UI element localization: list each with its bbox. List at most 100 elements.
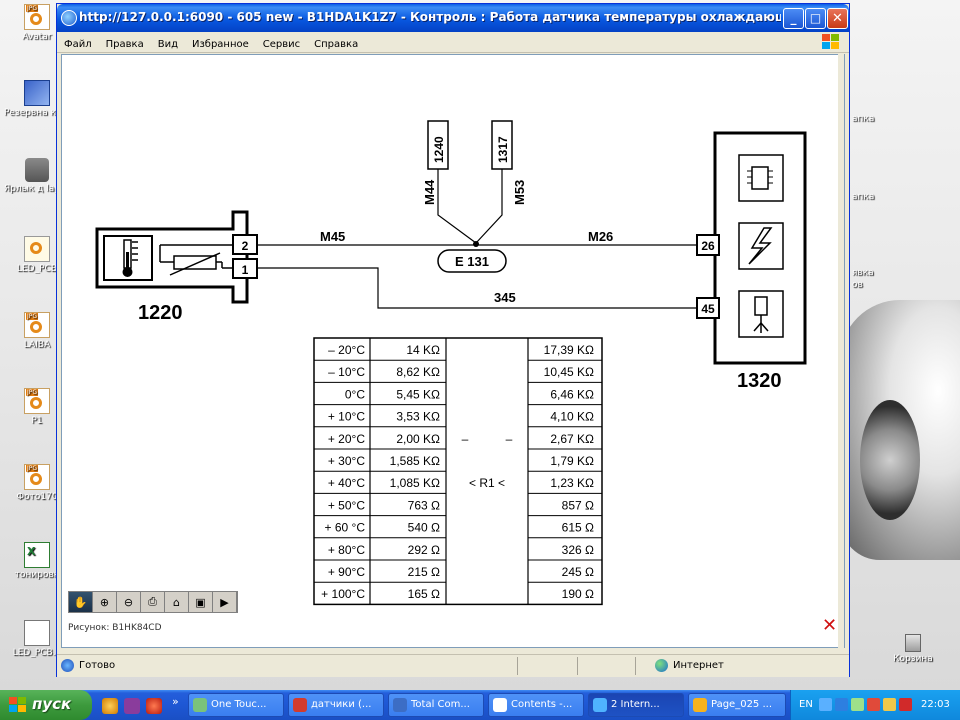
task-button[interactable]: Page_025 ... — [688, 693, 786, 717]
menu-help[interactable]: Справка — [314, 39, 359, 50]
minimize-button[interactable]: _ — [783, 8, 804, 29]
menu-tools[interactable]: Сервис — [262, 39, 301, 50]
quicklaunch-chevron[interactable]: » — [172, 695, 179, 708]
desktop-icon-tonirovka[interactable]: тонировк — [4, 542, 70, 580]
next-icon[interactable]: ▶ — [213, 592, 237, 612]
task-button[interactable]: датчики (... — [288, 693, 384, 717]
zoom-in-icon[interactable]: ⊕ — [93, 592, 117, 612]
system-tray: EN 22:03 — [790, 690, 960, 720]
desktop-icon-laiba[interactable]: LAIBA — [4, 312, 70, 350]
jpg-icon — [24, 388, 50, 414]
desktop-right-label: явка — [852, 268, 874, 278]
quicklaunch-icon[interactable] — [146, 698, 162, 714]
menu-favorites[interactable]: Избранное — [191, 39, 249, 50]
close-button[interactable]: ✕ — [827, 8, 848, 29]
scrollbar[interactable] — [838, 54, 844, 648]
table-temp-cell: + 90°C — [328, 565, 365, 579]
connector-1317 — [491, 120, 513, 170]
jpg-icon — [24, 464, 50, 490]
menu-view[interactable]: Вид — [157, 39, 178, 50]
start-button[interactable]: пуск — [0, 690, 92, 720]
quicklaunch-icon[interactable] — [124, 698, 140, 714]
title-bar[interactable]: http://127.0.0.1:6090 - 605 new - B1HDA1… — [57, 4, 849, 32]
car-wheel-wallpaper — [860, 400, 920, 520]
table-ecu-r-cell: 2,67 KΩ — [550, 432, 594, 446]
hand-icon[interactable]: ✋ — [69, 592, 93, 612]
task-label: датчики (... — [311, 699, 372, 710]
app-icon — [193, 698, 207, 712]
document-icon — [24, 620, 50, 646]
quicklaunch-icon[interactable] — [102, 698, 118, 714]
tray-icon[interactable] — [835, 698, 848, 711]
connector-1317-label: 1317 — [496, 136, 510, 163]
taskbar: пуск » One Touc... датчики (... Total Co… — [0, 690, 960, 720]
window-title: http://127.0.0.1:6090 - 605 new - B1HDA1… — [79, 10, 781, 24]
browser-window: http://127.0.0.1:6090 - 605 new - B1HDA1… — [56, 3, 850, 677]
jpg-icon — [24, 312, 50, 338]
menu-file[interactable]: Файл — [64, 39, 92, 50]
spark-icon — [748, 227, 773, 265]
zoom-out-icon[interactable]: ⊖ — [117, 592, 141, 612]
sensor-1220: 2 1 1220 — [95, 210, 258, 324]
bmp-icon — [24, 236, 50, 262]
table-temp-cell: + 100°C — [321, 587, 365, 601]
recycle-bin[interactable]: Корзина — [880, 634, 946, 664]
close-figure-icon[interactable]: ✕ — [822, 615, 838, 636]
ecu-pin-45: 45 — [701, 302, 715, 316]
tray-icon[interactable] — [819, 698, 832, 711]
table-temp-cell: + 40°C — [328, 476, 365, 490]
app-icon — [693, 698, 707, 712]
diagram-toolbar: ✋ ⊕ ⊖ ⎙ ⌂ ▣ ▶ — [68, 591, 238, 613]
task-button[interactable]: Contents -... — [488, 693, 584, 717]
recycle-bin-label: Корзина — [893, 654, 933, 664]
desktop-icon-layout[interactable]: Ярлык д layout5 — [4, 158, 70, 194]
table-temp-cell: – 10°C — [328, 365, 365, 379]
task-label: 2 Intern... — [611, 699, 660, 710]
desktop-icon-backup[interactable]: Резервна копия док — [4, 80, 70, 118]
task-button[interactable]: One Touc... — [188, 693, 284, 717]
desktop-icon-led-pcb[interactable]: LED_PCB — [4, 236, 70, 274]
table-ecu-r-cell: 1,79 KΩ — [550, 454, 594, 468]
sensor-pin-2: 2 — [242, 239, 249, 253]
status-divider — [517, 657, 518, 675]
desktop-icon-label: P1 — [31, 416, 43, 426]
status-text: Готово — [79, 660, 116, 671]
table-temp-cell: 0°C — [345, 387, 365, 401]
wires — [257, 145, 697, 309]
maximize-button[interactable]: □ — [805, 8, 826, 29]
ecu-id: 1320 — [737, 370, 782, 392]
tray-icon[interactable] — [899, 698, 912, 711]
table-sensor-r-cell: 165 Ω — [408, 587, 440, 601]
table-ecu-r-cell: 4,10 KΩ — [550, 410, 594, 424]
junction-e131 — [437, 249, 507, 273]
excel-icon — [24, 542, 50, 568]
tray-icon[interactable] — [867, 698, 880, 711]
wire-label-m44: M44 — [422, 179, 437, 205]
page-content: 2 1 1220 M45 M26 345 M44 M53 1240 1317 — [61, 54, 845, 648]
ecu-pin-26: 26 — [701, 239, 715, 253]
menu-edit[interactable]: Правка — [105, 39, 144, 50]
task-button[interactable]: Total Com... — [388, 693, 484, 717]
connector-1240 — [427, 120, 449, 170]
home-icon[interactable]: ⌂ — [165, 592, 189, 612]
desktop-icon-label: LAIBA — [23, 340, 51, 350]
table-ecu-r-cell: 1,23 KΩ — [550, 476, 594, 490]
print-icon[interactable]: ⎙ — [141, 592, 165, 612]
save-icon[interactable]: ▣ — [189, 592, 213, 612]
desktop-icon-foto[interactable]: Фото170 — [4, 464, 70, 502]
table-sensor-r-cell: 3,53 KΩ — [396, 410, 440, 424]
tray-icon[interactable] — [883, 698, 896, 711]
junction-e131-label: E 131 — [455, 254, 489, 269]
desktop-icon-led-pcb-2[interactable]: LED_PCB.b — [4, 620, 70, 658]
desktop-icon-p1[interactable]: P1 — [4, 388, 70, 426]
desktop-icon-avatar[interactable]: Avatar — [4, 4, 70, 42]
desktop-icon-label: LED_PCB.b — [12, 648, 62, 658]
table-ecu-r-cell: 6,46 KΩ — [550, 387, 594, 401]
language-indicator[interactable]: EN — [799, 699, 813, 710]
figure-caption: Рисунок: B1HK84CD — [68, 623, 162, 633]
desktop-right-label: ов — [852, 280, 863, 290]
page-icon — [61, 659, 74, 672]
task-button-active[interactable]: 2 Intern... — [588, 693, 684, 717]
tray-icon[interactable] — [851, 698, 864, 711]
